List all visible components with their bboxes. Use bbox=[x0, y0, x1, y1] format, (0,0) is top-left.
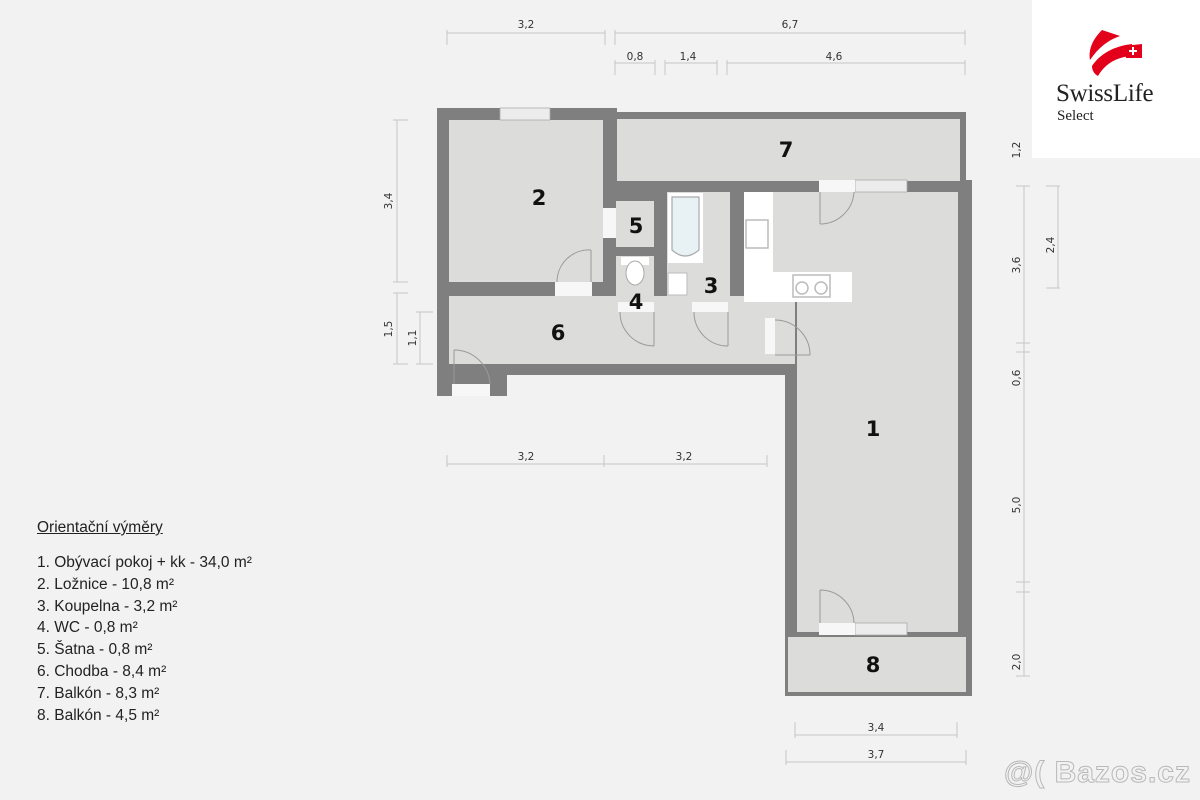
bathtub-icon bbox=[668, 193, 703, 263]
door-swings bbox=[453, 191, 855, 624]
room-label-5: 5 bbox=[629, 214, 644, 238]
swisslife-logo: SwissLife Select bbox=[1032, 0, 1200, 158]
room-label-7: 7 bbox=[779, 138, 794, 162]
room-8-floor bbox=[788, 637, 966, 693]
door-openings bbox=[452, 180, 855, 635]
room-label-1: 1 bbox=[866, 417, 881, 441]
dim-mid-left: 3,2 bbox=[518, 451, 535, 463]
dim-left-lower: 1,5 bbox=[383, 321, 395, 338]
dim-top-sub1: 0,8 bbox=[627, 51, 644, 63]
dimension-lines bbox=[393, 30, 1060, 765]
dim-right-pier: 0,6 bbox=[1011, 369, 1023, 386]
stove-icon bbox=[792, 274, 831, 298]
room-5-floor bbox=[616, 201, 654, 247]
dim-bottom-outer: 3,7 bbox=[868, 749, 885, 761]
dim-right-kitchen: 3,6 bbox=[1011, 256, 1023, 273]
legend-title: Orientační výměry bbox=[37, 519, 163, 536]
dim-top-left: 3,2 bbox=[518, 19, 535, 31]
room-label-4: 4 bbox=[629, 290, 644, 314]
dim-right-balcony: 1,2 bbox=[1011, 142, 1023, 159]
dim-bottom-inner: 3,4 bbox=[868, 722, 885, 734]
sink-icon bbox=[745, 219, 769, 249]
logo-brand: SwissLife bbox=[1056, 80, 1154, 107]
room-label-2: 2 bbox=[532, 186, 547, 210]
windows bbox=[499, 107, 908, 636]
dim-right-balcony2: 2,0 bbox=[1011, 654, 1023, 671]
toilet-icon bbox=[621, 257, 649, 286]
room-labels: 2 7 5 4 3 6 1 8 bbox=[532, 138, 881, 677]
legend-item-2: 2. Ložnice - 10,8 m² bbox=[37, 575, 174, 593]
dim-left-inner: 1,1 bbox=[407, 330, 419, 347]
room-7-floor bbox=[617, 119, 960, 181]
dimension-labels: 3,2 6,7 0,8 1,4 4,6 3,4 1,5 1,1 3,2 3,2 … bbox=[383, 19, 1057, 761]
legend-item-5: 5. Šatna - 0,8 m² bbox=[37, 641, 153, 659]
room-2-floor bbox=[449, 120, 603, 282]
room-label-6: 6 bbox=[551, 321, 566, 345]
bazos-watermark: @( Bazos.cz bbox=[1004, 756, 1191, 790]
room-label-8: 8 bbox=[866, 653, 881, 677]
dim-top-sub3: 4,6 bbox=[826, 51, 843, 63]
dim-top-right: 6,7 bbox=[782, 19, 799, 31]
dim-right-living: 5,0 bbox=[1011, 497, 1023, 514]
dim-left-upper: 3,4 bbox=[383, 192, 395, 209]
legend-item-6: 6. Chodba - 8,4 m² bbox=[37, 662, 167, 680]
dim-top-sub2: 1,4 bbox=[680, 51, 697, 63]
dim-mid-right: 3,2 bbox=[676, 451, 693, 463]
dim-right-window: 2,4 bbox=[1045, 236, 1057, 253]
area-legend: Orientační výměry 1. Obývací pokoj + kk … bbox=[37, 519, 252, 726]
bath-sink-icon bbox=[667, 272, 688, 296]
logo-sub: Select bbox=[1057, 108, 1094, 124]
room-label-3: 3 bbox=[704, 274, 719, 298]
legend-item-4: 4. WC - 0,8 m² bbox=[37, 619, 138, 637]
kitchen-counter bbox=[744, 192, 852, 302]
legend-item-7: 7. Balkón - 8,3 m² bbox=[37, 684, 160, 702]
swisslife-mark-icon bbox=[1089, 30, 1142, 76]
legend-item-8: 8. Balkón - 4,5 m² bbox=[37, 706, 160, 724]
legend-item-1: 1. Obývací pokoj + kk - 34,0 m² bbox=[37, 554, 252, 571]
legend-item-3: 3. Koupelna - 3,2 m² bbox=[37, 597, 178, 615]
floors bbox=[449, 119, 966, 693]
